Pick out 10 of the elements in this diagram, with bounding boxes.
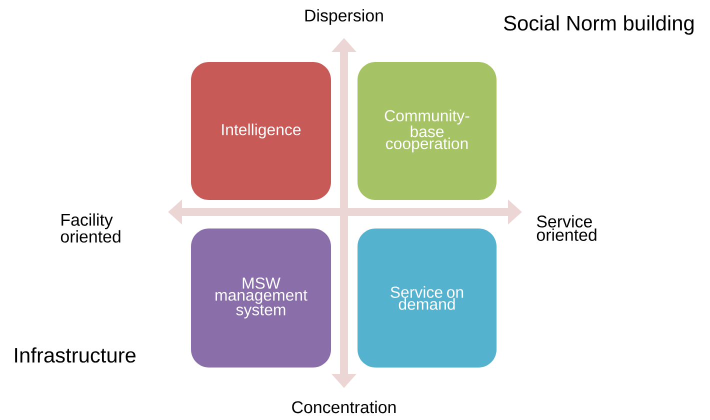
axis-label: Infrastructure: [15, 347, 136, 363]
axis-label: Social Norm building: [504, 15, 694, 35]
axis-label: Dispersion: [305, 9, 383, 25]
axis-label: Facility oriented: [60, 213, 120, 243]
quadrant-box: Service on demand: [358, 228, 496, 368]
quadrant-box: Intelligence: [191, 62, 331, 200]
axis-label: Concentration: [292, 400, 396, 414]
axis-label: Service oriented: [536, 215, 596, 241]
quadrant-box: MSW management system: [191, 228, 331, 368]
quadrant-box: Community-base cooperation: [358, 62, 496, 200]
